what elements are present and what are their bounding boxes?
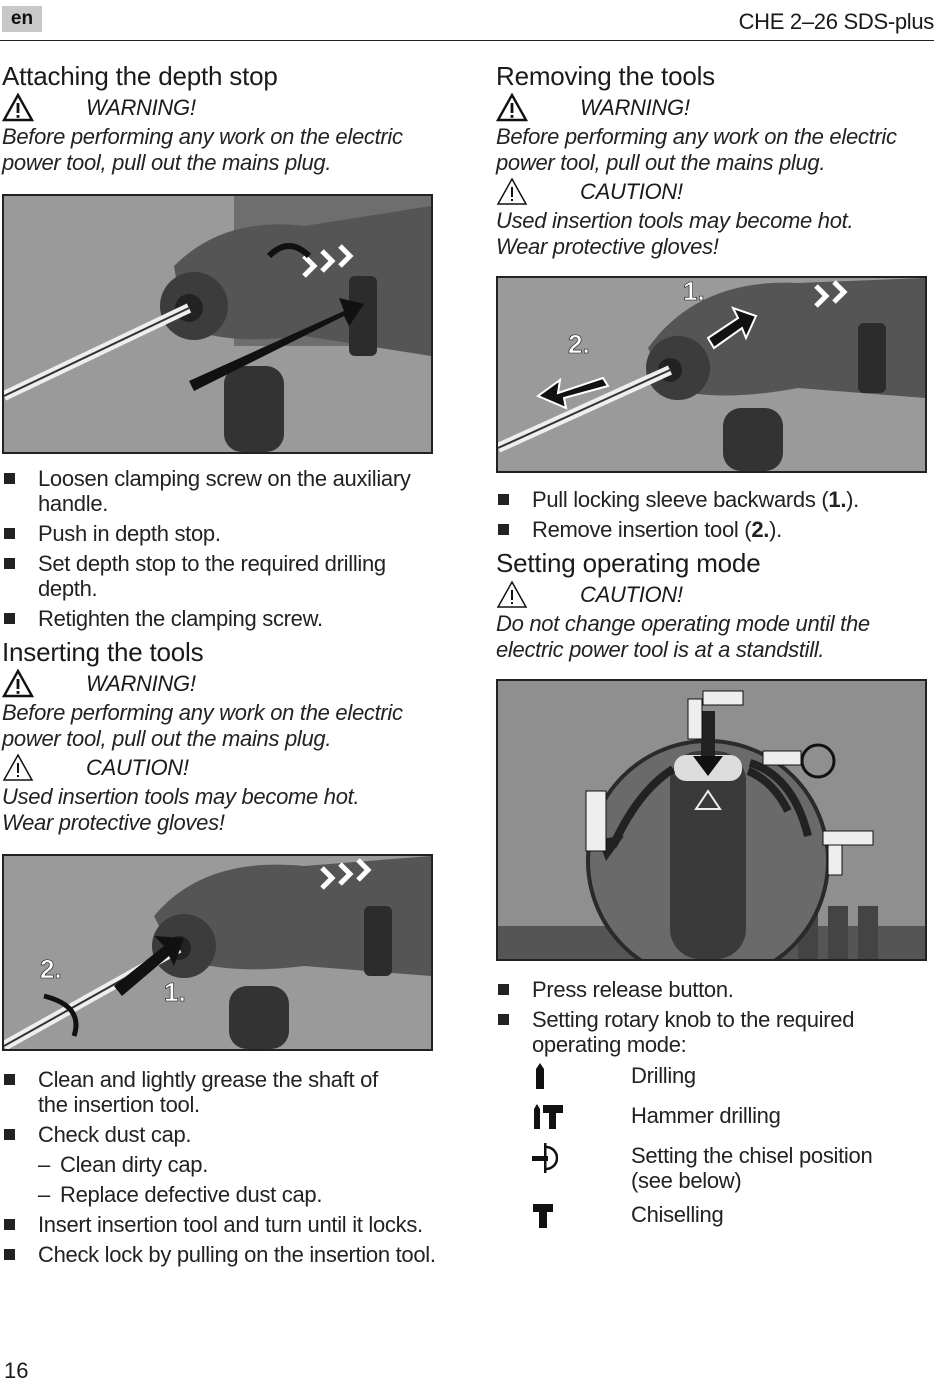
warning-block: WARNING! [496,92,936,124]
caution-text: Used insertion tools may become hot. Wea… [2,784,360,835]
list-item: Insert insertion tool and turn until it … [2,1212,442,1237]
caution-label: CAUTION! [86,755,189,780]
removing-steps: Pull locking sleeve backwards (1.). Remo… [496,487,936,542]
list-item: Set depth stop to the required drilling … [2,551,442,601]
caution-triangle-icon [496,177,528,205]
language-tag: en [2,6,42,32]
list-item: Push in depth stop. [2,521,442,546]
left-column: Attaching the depth stop WARNING! Before… [2,60,442,1272]
depth-stop-title: Attaching the depth stop [2,61,278,91]
caution-block: CAUTION! [496,579,936,611]
warning-block: WARNING! [2,668,442,700]
list-item: Clean and lightly grease the shaft of th… [2,1067,378,1117]
model-name: CHE 2–26 SDS-plus [738,9,935,34]
warning-text: Before performing any work on the electr… [2,700,403,751]
warning-text: Before performing any work on the electr… [2,124,403,175]
hammer-drill-icon [534,1104,563,1129]
depth-stop-steps: Loosen clamping screw on the auxiliary h… [2,466,442,631]
warning-triangle-icon [496,93,528,122]
mode-list: Drilling Hammer drilling Setting the chi… [496,1063,936,1233]
sub-list-item: –Clean dirty cap. [38,1152,209,1177]
caution-text: Used insertion tools may become hot. Wea… [496,208,854,259]
fig-label-2: 2. [568,329,590,359]
mode-steps: Press release button. Setting rotary kno… [496,977,936,1057]
inserting-steps: Clean and lightly grease the shaft of th… [2,1067,442,1267]
warning-text: Before performing any work on the electr… [496,124,897,175]
warning-label: WARNING! [86,95,196,120]
list-item: Check dust cap. [2,1122,442,1147]
caution-block: CAUTION! [496,176,936,208]
list-item: Retighten the clamping screw. [2,606,442,631]
fig-label-2: 2. [40,954,62,984]
list-item: Setting rotary knob to the required oper… [496,1007,912,1057]
caution-block: CAUTION! [2,752,442,784]
mode-item-chiselling: Chiselling [496,1202,936,1233]
warning-triangle-icon [2,669,34,698]
mode-item-drilling: Drilling [496,1063,936,1094]
page-number: 16 [4,1358,29,1383]
drill-icon [536,1063,544,1089]
removing-title: Removing the tools [496,61,715,91]
list-item: Press release button. [496,977,936,1002]
list-item: Remove insertion tool (2.). [496,517,936,542]
fig-label-1: 1. [164,977,186,1007]
inserting-title: Inserting the tools [2,637,204,667]
mode-item-chisel-position: Setting the chisel position (see below) [496,1143,936,1193]
caution-label: CAUTION! [580,179,683,204]
chisel-icon [533,1204,553,1228]
removing-figure: 1. 2. [496,276,927,473]
depth-stop-figure [2,194,433,454]
mode-selector-figure [496,679,927,961]
list-item: Check lock by pulling on the insertion t… [2,1242,442,1267]
chisel-position-icon [532,1143,559,1173]
warning-triangle-icon [2,93,34,122]
warning-block: WARNING! [2,92,442,124]
caution-triangle-icon [2,753,34,781]
sub-list-item: –Replace defective dust cap. [38,1182,323,1207]
mode-title: Setting operating mode [496,548,761,578]
inserting-figure: 2. 1. [2,854,433,1051]
warning-label: WARNING! [580,95,690,120]
list-item: Pull locking sleeve backwards (1.). [496,487,936,512]
caution-triangle-icon [496,580,528,608]
caution-label: CAUTION! [580,582,683,607]
header-rule [0,40,934,41]
mode-item-hammer-drilling: Hammer drilling [496,1103,936,1134]
list-item: Loosen clamping screw on the auxiliary h… [2,466,442,516]
caution-text: Do not change operating mode until the e… [496,611,870,662]
fig-label-1: 1. [683,278,705,306]
warning-label: WARNING! [86,671,196,696]
right-column: Removing the tools WARNING! Before perfo… [496,60,936,1242]
